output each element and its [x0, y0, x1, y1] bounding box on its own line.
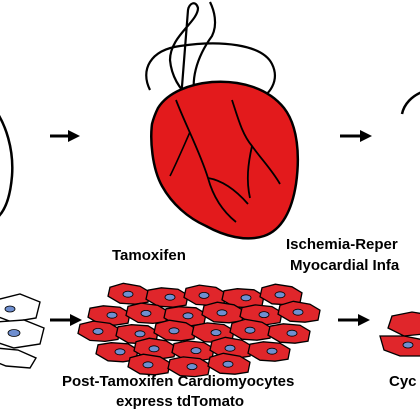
- heart-vessel-5: [169, 131, 191, 177]
- post-tamoxifen-label: Post-Tamoxifen Cardiomyocytes: [62, 373, 295, 390]
- heart-vessel-1: [175, 99, 237, 223]
- nucleus: [244, 326, 256, 334]
- nucleus: [224, 344, 236, 352]
- vessel-loop-1: [168, 2, 200, 113]
- arrow-icon: [338, 314, 370, 326]
- left-heart-outline: [0, 115, 14, 217]
- right-heart-outline: [400, 91, 420, 115]
- nucleus: [134, 330, 146, 338]
- nucleus: [210, 329, 222, 337]
- nucleus: [222, 360, 234, 368]
- nucleus: [164, 293, 176, 301]
- nucleus: [142, 361, 154, 369]
- nucleus: [92, 327, 104, 335]
- nucleus: [168, 327, 180, 335]
- nucleus: [122, 290, 134, 298]
- right-red-cells: [379, 311, 420, 357]
- vessel-loop-3: [145, 42, 276, 102]
- nucleus: [106, 311, 118, 319]
- nucleus: [198, 291, 210, 299]
- tdtomato-cardiomyocyte-sheet: [77, 282, 321, 378]
- nucleus: [266, 347, 278, 355]
- nucleus: [286, 329, 298, 337]
- nucleus: [274, 291, 286, 299]
- nucleus: [114, 348, 126, 356]
- heart-red-icon: [150, 80, 300, 240]
- arrow-icon: [50, 314, 82, 326]
- arrow-icon: [50, 130, 80, 142]
- nucleus: [190, 347, 202, 355]
- heart-vessel-2: [207, 177, 249, 205]
- nucleus: [148, 345, 160, 353]
- unlabeled-cardiomyocytes: [0, 293, 45, 369]
- nucleus: [140, 309, 152, 317]
- nucleus: [182, 312, 194, 320]
- cyc-label: Cyc: [389, 373, 417, 390]
- nucleus: [292, 308, 304, 316]
- nucleus: [240, 294, 252, 302]
- nucleus: [258, 311, 270, 319]
- arrow-icon: [340, 130, 372, 142]
- express-tdtomato-label: express tdTomato: [116, 393, 245, 410]
- myocardial-infarction-label: Myocardial Infa: [290, 257, 400, 274]
- vessel-loop-2: [192, 1, 217, 101]
- nucleus: [216, 309, 228, 317]
- nucleus: [186, 363, 198, 371]
- tamoxifen-label: Tamoxifen: [112, 247, 186, 264]
- ischemia-label: Ischemia-Reper: [286, 236, 398, 253]
- heart-vessel-4: [246, 145, 253, 199]
